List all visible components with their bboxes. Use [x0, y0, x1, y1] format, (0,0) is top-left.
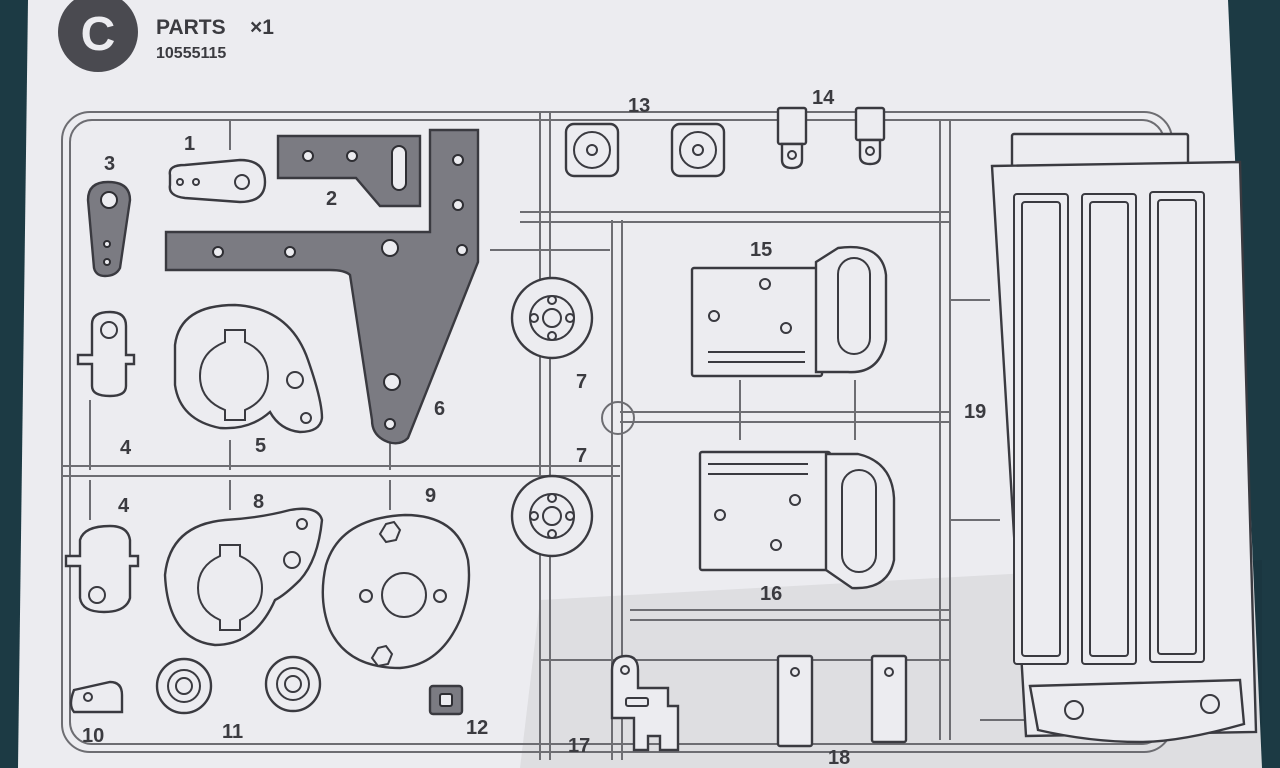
part-11-left	[155, 657, 213, 715]
label-part-1: 1	[184, 133, 195, 155]
label-part-17: 17	[568, 735, 590, 757]
part-3	[86, 180, 132, 278]
label-part-4a: 4	[120, 437, 132, 459]
part-11-right	[264, 655, 322, 713]
part-10	[69, 680, 124, 714]
part-17	[610, 654, 680, 752]
part-18-right	[870, 654, 908, 744]
part-18-left	[776, 654, 814, 748]
parts-multiplier: ×1	[250, 16, 274, 39]
badge-letter: C	[81, 8, 116, 61]
part-19	[990, 132, 1258, 744]
label-part-16: 16	[760, 583, 782, 605]
part-4-bottom	[64, 524, 140, 614]
part-2	[276, 134, 422, 208]
label-part-19: 19	[964, 401, 986, 423]
part-12	[428, 684, 464, 716]
label-part-7a: 7	[576, 371, 587, 393]
label-part-12: 12	[466, 717, 488, 739]
part-6	[164, 128, 480, 445]
part-5	[173, 303, 324, 434]
part-4-top	[76, 310, 136, 398]
label-part-2: 2	[326, 188, 337, 210]
part-13-left	[564, 122, 620, 178]
part-1	[168, 158, 267, 204]
sprue-runner	[61, 111, 1173, 760]
label-part-4b: 4	[118, 495, 130, 517]
part-8	[163, 507, 324, 647]
label-part-18: 18	[828, 747, 850, 768]
label-part-8: 8	[253, 491, 264, 513]
part-16	[698, 450, 896, 590]
part-labels: 1 2 3 4 4 5 6 7 7 8 9 10 11 12 13 14 15 …	[82, 87, 986, 768]
part-9	[321, 513, 471, 670]
label-part-3: 3	[104, 153, 115, 175]
parts-title: PARTS	[156, 16, 226, 39]
sheet-badge: C	[58, 0, 138, 72]
part-7-top	[510, 276, 594, 360]
label-part-11: 11	[222, 721, 243, 743]
label-part-7b: 7	[576, 445, 587, 467]
parts-code: 10555115	[156, 45, 226, 62]
label-part-13: 13	[628, 95, 650, 117]
label-part-14: 14	[812, 87, 835, 109]
part-13-right	[670, 122, 726, 178]
label-part-15: 15	[750, 239, 772, 261]
part-14-right	[854, 106, 886, 166]
part-15	[690, 245, 888, 378]
label-part-10: 10	[82, 725, 104, 747]
part-7-bottom	[510, 474, 594, 558]
label-part-6: 6	[434, 398, 445, 420]
label-part-5: 5	[255, 435, 266, 457]
label-part-9: 9	[425, 485, 436, 507]
part-14-left	[776, 106, 808, 170]
